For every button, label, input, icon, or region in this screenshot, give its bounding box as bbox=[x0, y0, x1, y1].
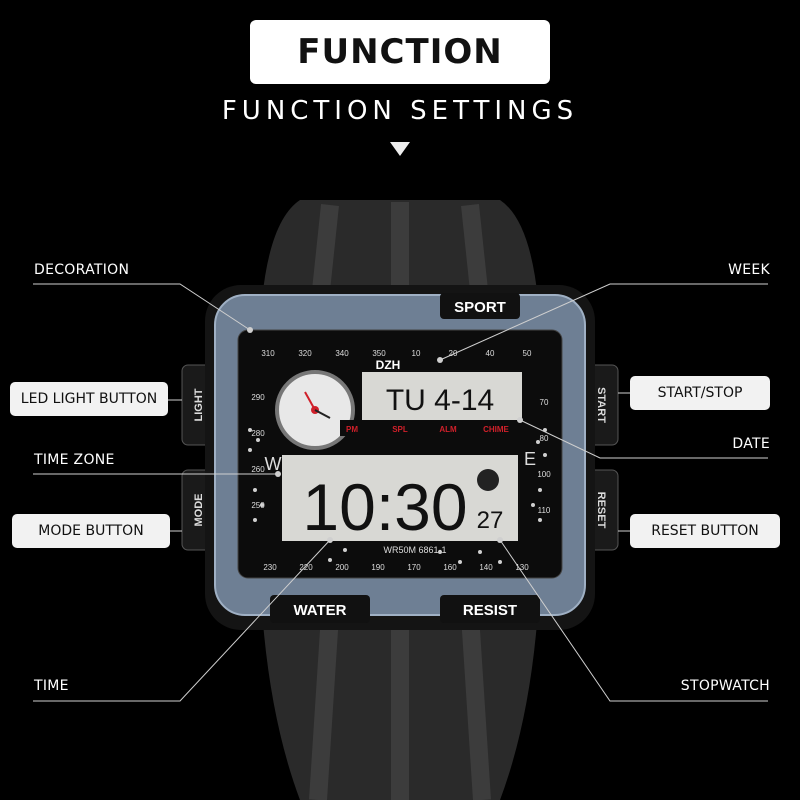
indicator-3: CHIME bbox=[483, 425, 509, 434]
scale-bottom-tick-5: 160 bbox=[443, 563, 457, 572]
indicator-labels: PM SPL ALM CHIME bbox=[346, 425, 510, 434]
scale-right-tick-1: 80 bbox=[540, 434, 549, 443]
label-week: WEEK bbox=[728, 262, 770, 278]
scale-right: 70 80 100 110 bbox=[537, 398, 551, 515]
main-time-text: 10:30 bbox=[302, 470, 467, 544]
water-plate bbox=[270, 595, 370, 623]
side-start: START bbox=[595, 387, 607, 423]
indicator-1: SPL bbox=[392, 425, 408, 434]
model-number: WR50M 6861-1 bbox=[383, 545, 446, 555]
label-time-zone: TIME ZONE bbox=[34, 452, 115, 468]
scale-top-tick-4: 10 bbox=[412, 349, 421, 358]
scale-left: 290 280 260 250 bbox=[251, 393, 265, 510]
upper-lcd bbox=[362, 372, 522, 424]
label-reset-button: RESET BUTTON bbox=[630, 514, 780, 548]
leader-stopwatch bbox=[499, 539, 768, 702]
resist-plate bbox=[440, 595, 540, 623]
scale-bottom-tick-3: 190 bbox=[371, 563, 385, 572]
scale-bottom-tick-2: 200 bbox=[335, 563, 349, 572]
scale-bottom: 230 220 200 190 170 160 140 130 bbox=[263, 563, 529, 572]
scale-left-tick-1: 280 bbox=[251, 429, 265, 438]
label-start-stop: START/STOP bbox=[630, 376, 770, 410]
leader-date bbox=[519, 419, 768, 459]
leader-time bbox=[33, 539, 331, 702]
side-reset: RESET bbox=[595, 492, 607, 529]
label-mode-button: MODE BUTTON bbox=[12, 514, 170, 548]
scale-top-tick-3: 350 bbox=[372, 349, 386, 358]
bezel-water: WATER bbox=[293, 602, 346, 619]
scale-right-tick-3: 110 bbox=[538, 506, 551, 515]
indicator-2: ALM bbox=[439, 425, 457, 434]
label-date: DATE bbox=[732, 436, 770, 452]
scale-bottom-tick-1: 220 bbox=[299, 563, 313, 572]
indicator-strip bbox=[340, 420, 540, 436]
arrow-down-icon bbox=[390, 142, 410, 156]
east-marker: E bbox=[524, 449, 536, 469]
main-lcd bbox=[282, 455, 518, 541]
scale-top: 310 320 340 350 10 20 40 50 bbox=[261, 349, 532, 358]
scale-right-tick-0: 70 bbox=[540, 398, 549, 407]
scale-top-tick-2: 340 bbox=[335, 349, 349, 358]
upper-display-text: TU 4-14 bbox=[386, 384, 494, 417]
scale-right-tick-2: 100 bbox=[537, 470, 551, 479]
label-led-light-button: LED LIGHT BUTTON bbox=[10, 382, 168, 416]
title: FUNCTION bbox=[297, 32, 503, 72]
seconds-text: 27 bbox=[477, 507, 504, 534]
leader-decoration bbox=[33, 283, 251, 331]
title-banner: FUNCTION bbox=[250, 20, 550, 84]
indicator-0: PM bbox=[346, 425, 358, 434]
scale-top-tick-6: 40 bbox=[486, 349, 495, 358]
side-mode: MODE bbox=[193, 494, 205, 527]
leader-end-dots bbox=[247, 327, 523, 543]
sub-dial-hand bbox=[304, 391, 316, 411]
bezel-sport: SPORT bbox=[454, 299, 506, 316]
bezel-resist: RESIST bbox=[463, 602, 517, 619]
label-time: TIME bbox=[34, 678, 69, 694]
scale-left-tick-2: 260 bbox=[251, 465, 265, 474]
subtitle: FUNCTION SETTINGS bbox=[221, 96, 579, 126]
strap-bottom-ribs bbox=[309, 614, 491, 800]
strap-top-ribs bbox=[311, 202, 489, 301]
scale-top-tick-1: 320 bbox=[298, 349, 312, 358]
scale-bottom-tick-0: 230 bbox=[263, 563, 277, 572]
leader-lines bbox=[33, 283, 768, 702]
scale-top-tick-5: 20 bbox=[449, 349, 458, 358]
label-decoration: DECORATION bbox=[34, 262, 130, 278]
scale-bottom-tick-6: 140 bbox=[479, 563, 493, 572]
scale-top-tick-7: 50 bbox=[523, 349, 532, 358]
label-stopwatch: STOPWATCH bbox=[680, 678, 770, 694]
moon-icon bbox=[477, 469, 499, 491]
sport-plate bbox=[440, 293, 520, 319]
sub-dial-hand-2 bbox=[314, 409, 331, 419]
scale-left-tick-3: 250 bbox=[251, 501, 265, 510]
dial-dots bbox=[248, 428, 547, 564]
side-light: LIGHT bbox=[193, 388, 205, 421]
scale-bottom-tick-4: 170 bbox=[407, 563, 421, 572]
scale-top-tick-0: 310 bbox=[261, 349, 275, 358]
brand-logo: DZH bbox=[376, 358, 401, 372]
west-marker: W bbox=[265, 454, 282, 474]
scale-left-tick-0: 290 bbox=[251, 393, 265, 402]
scale-bottom-tick-7: 130 bbox=[515, 563, 529, 572]
leader-week bbox=[439, 283, 768, 361]
